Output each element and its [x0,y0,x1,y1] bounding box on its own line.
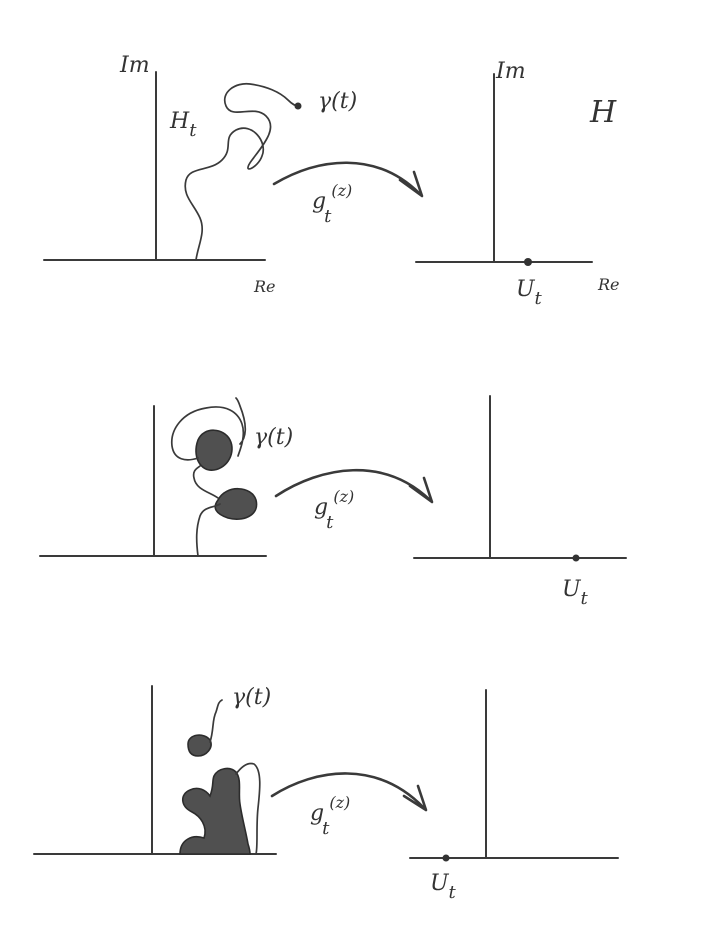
panel-1-left-im-label: Im [119,53,150,78]
panel-1-gamma-label: γ(t) [318,89,357,114]
panel-1-domain-label: Ht [169,109,197,141]
panel-2-hull-lower [214,487,258,520]
panel-1-gamma-tip [294,102,302,110]
panel-3-point-label: Ut [430,871,457,903]
panel-3-point-u [442,854,450,862]
panel-2-hull-upper [195,429,233,471]
panel-1-left-re-label: Re [253,277,276,296]
panel-3-map-arrow [270,772,426,810]
panel-2-arrowhead [408,476,434,504]
panel-1-point-label: Ut [516,277,543,309]
panel-3-arrowhead [402,784,428,812]
panel-1-right-im-label: Im [495,59,526,84]
panel-1-arrowhead [398,170,424,198]
panel-1-map-arrow [272,161,422,196]
panel-1-gamma-curve [184,82,299,261]
panel-2-gamma-curve [171,397,247,557]
panel-1-point-u [524,258,532,266]
panel-2-point-label: Ut [562,577,589,609]
panel-1-half-plane-label: H [589,95,617,130]
panel-2-point-u [572,554,580,562]
panel-3-gamma-curve [209,699,261,855]
panel-1-right-re-label: Re [597,275,620,294]
panel-3-hull-small [187,734,212,757]
panel-3-gamma-label: γ(t) [232,685,271,710]
panel-3-hull-main [179,767,251,855]
panel-2-gamma-label: γ(t) [254,425,293,450]
